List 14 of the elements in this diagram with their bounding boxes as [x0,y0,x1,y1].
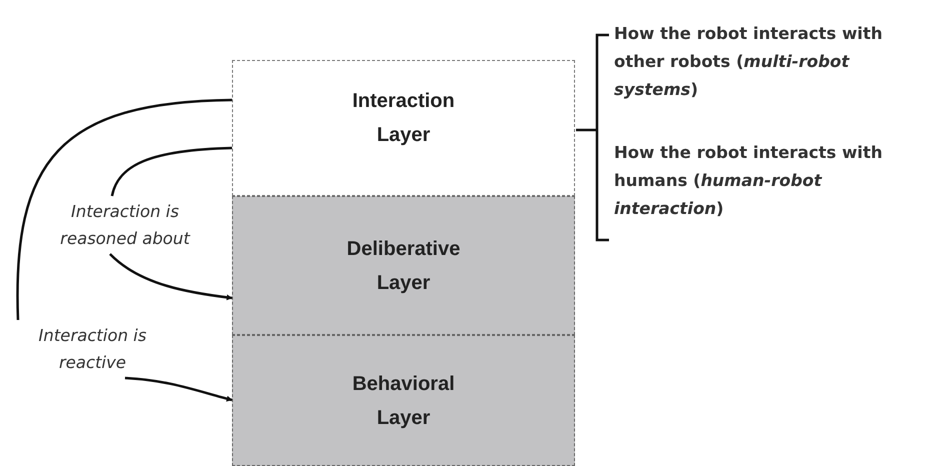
layer-label: Behavioral Layer [351,372,456,430]
curved-arrow [124,376,233,402]
annotation-text: Interaction is reactive [38,325,148,374]
layer-box [232,60,575,196]
curved-arrow [109,253,233,300]
curved-line [110,146,232,196]
layer-label: Deliberative Layer [346,236,462,296]
annotation-text: Interaction is reasoned about [59,201,192,250]
layer-box [232,335,575,466]
description-text: How the robot interacts with other robots (multi-robot systems) [614,23,884,101]
layer-label: Interaction Layer [351,89,456,148]
curved-line [16,98,232,320]
layer-box [232,196,575,335]
description-text: How the robot interacts with humans (human-robot interaction) [614,142,884,220]
